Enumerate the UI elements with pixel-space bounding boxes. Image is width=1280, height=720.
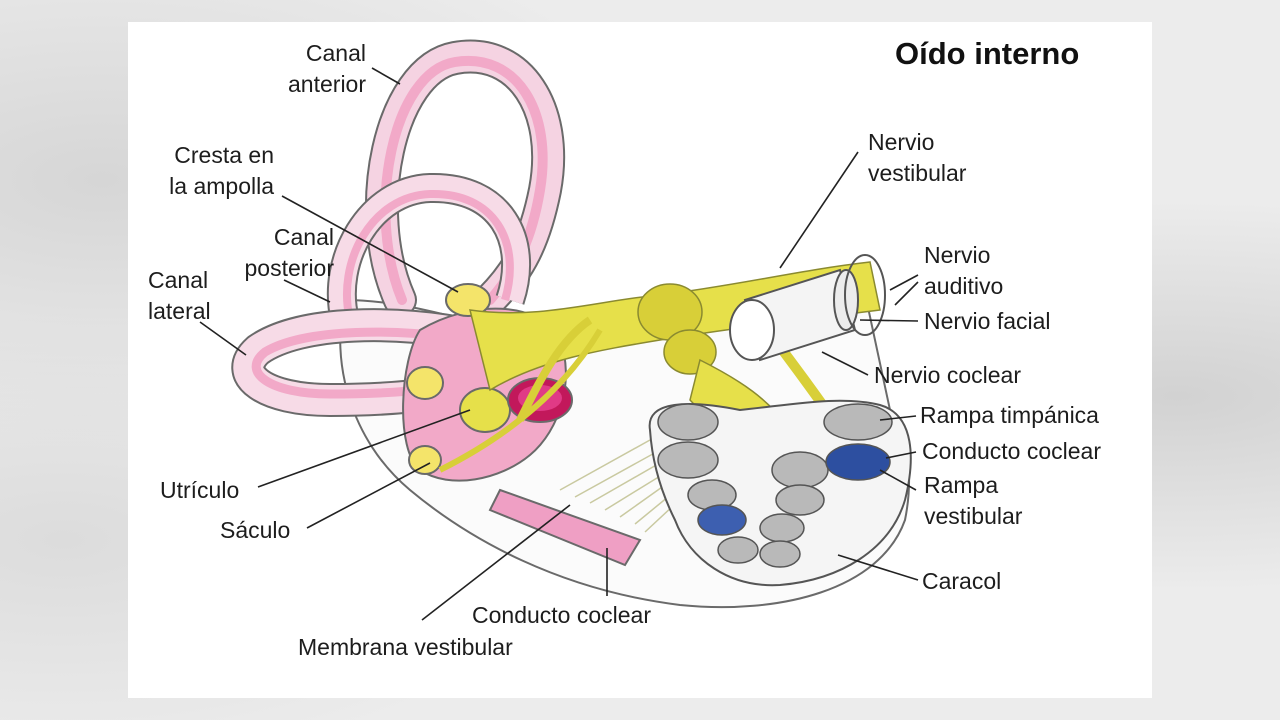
label-line: la ampolla [169,173,274,199]
label-line: vestibular [868,160,967,186]
label-nervio-auditivo: Nervio auditivo [924,240,1003,302]
label-nervio-facial: Nervio facial [924,308,1051,334]
label-cresta-ampolla: Cresta en la ampolla [140,140,274,202]
label-line: Canal [148,267,209,293]
label-membrana-vestibular: Membrana vestibular [298,634,513,660]
label-line: anterior [288,71,366,97]
label-line: posterior [244,255,334,281]
auditory-nerve-cut [844,254,886,336]
utricle [459,387,511,433]
label-utriculo: Utrículo [160,477,240,503]
label-rampa-timpanica: Rampa timpánica [920,402,1099,428]
label-saculo: Sáculo [220,517,291,543]
ampulla-posterior [408,445,442,475]
label-nervio-vestibular: Nervio vestibular [868,127,966,189]
label-rampa-vestibular: Rampa vestibular [924,470,1022,532]
label-line: Canal [273,224,334,250]
label-canal-lateral: Canal lateral [148,265,211,327]
label-conducto-coclear-bottom: Conducto coclear [472,602,651,628]
label-canal-anterior: Canal anterior [262,38,366,100]
cochlear-turns [657,403,893,568]
cochlear-duct-unrolled [488,488,642,567]
ampulla-lateral [406,366,444,400]
label-conducto-coclear-right: Conducto coclear [922,438,1101,464]
label-line: Nervio [924,242,991,268]
label-line: Canal [305,40,366,66]
label-line: Cresta en [174,142,274,168]
page-title: Oído interno [895,36,1080,71]
label-canal-posterior: Canal posterior [214,222,334,284]
label-line: vestibular [924,503,1023,529]
label-line: auditivo [924,273,1004,299]
leader-lines [199,67,919,621]
label-line: Nervio [868,129,935,155]
label-caracol: Caracol [922,568,1002,594]
label-line: Rampa [924,472,999,498]
label-line: lateral [148,298,211,324]
label-nervio-coclear: Nervio coclear [874,362,1021,388]
